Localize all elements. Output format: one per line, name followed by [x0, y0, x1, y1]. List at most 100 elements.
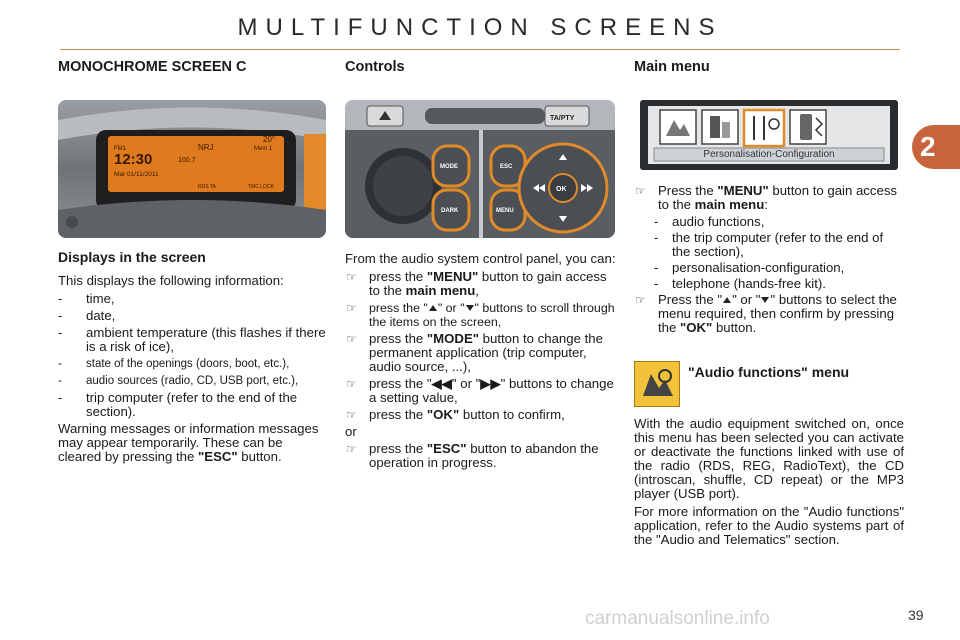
screen-rds: RDS TA: [198, 184, 217, 190]
text: Press the ": [658, 292, 723, 307]
screen-fm: FM1: [114, 146, 127, 152]
pointing-hand-icon: ☞: [346, 270, 357, 284]
list-item: audio functions,: [654, 215, 904, 230]
screen-mem: Mem 1: [254, 146, 273, 152]
text: button to abandon the operation in progr…: [369, 441, 599, 470]
text: " or ": [732, 292, 761, 307]
text: " buttons to select the menu required, t…: [658, 292, 897, 335]
column-monochrome-screen: MONOCHROME SCREEN C FM1 NRJ Mem 1 20° 12…: [58, 60, 328, 464]
menu-label: "MENU": [426, 269, 479, 284]
main-menu-subitems: audio functions, the trip computer (refe…: [634, 215, 904, 292]
main-menu-screen-label: Personalisation-Configuration: [703, 149, 835, 160]
esc-label: "ESC": [426, 441, 467, 456]
heading-controls: Controls: [345, 59, 405, 75]
or-text: or: [345, 424, 357, 439]
text: " buttons to scroll through the items on…: [369, 301, 615, 329]
arrow-down-icon: [465, 305, 474, 311]
dashboard-screen-photo: FM1 NRJ Mem 1 20° 12:30 100.7 Mar 01/11/…: [58, 100, 326, 238]
screen-date: Mar 01/11/2011: [114, 171, 159, 178]
list-item: the trip computer (refer to the end of t…: [654, 231, 904, 259]
warning-paragraph: Warning messages or information messages…: [58, 422, 328, 464]
list-item: trip computer (refer to the end of the s…: [58, 391, 328, 419]
controls-list-2: ☞ press the "ESC" button to abandon the o…: [345, 442, 617, 470]
screen-station: NRJ: [198, 143, 214, 152]
screen-tmc: TMC LOCK: [248, 184, 275, 190]
pointing-hand-icon: ☞: [346, 442, 357, 456]
ok-label: "OK": [426, 407, 460, 422]
main-menu-label: main menu: [405, 283, 476, 298]
main-menu-label: main menu: [694, 197, 765, 212]
main-menu-screen: Personalisation-Configuration: [640, 100, 898, 170]
control-panel-illustration: TA/PTY MODE DARK ESC MENU OK: [345, 100, 615, 238]
list-item: state of the openings (doors, boot, etc.…: [58, 357, 328, 371]
list-item: ☞press the "" or "" buttons to scroll th…: [345, 301, 617, 329]
text: press the: [369, 407, 427, 422]
heading-main-menu: Main menu: [634, 59, 710, 75]
heading-displays-in-screen: Displays in the screen: [58, 249, 206, 265]
text: press the: [369, 331, 427, 346]
displays-intro: This displays the following information:: [58, 273, 284, 288]
list-item: audio sources (radio, CD, USB port, etc.…: [58, 374, 328, 388]
dark-button: DARK: [441, 208, 459, 214]
ok-button: OK: [556, 186, 567, 193]
text: ,: [475, 283, 479, 298]
list-item: ☞ Press the " " or "" buttons to select th…: [634, 293, 904, 335]
text: press the ": [369, 301, 428, 315]
column-controls: Controls TA/PTY MODE DARK ESC MENU OK: [345, 60, 617, 473]
list-item: telephone (hands-free kit).: [654, 277, 904, 292]
text: button to confirm,: [459, 407, 565, 422]
list-item: date,: [58, 309, 328, 324]
audio-paragraph-2: For more information on the "Audio funct…: [634, 504, 904, 547]
list-item: ☞press the "◀◀" or "▶▶" buttons to chang…: [345, 377, 617, 405]
pointing-hand-icon: ☞: [346, 408, 357, 422]
mode-label: "MODE": [426, 331, 479, 346]
list-item: ☞ press the "OK" button to confirm,: [345, 407, 617, 423]
pointing-hand-icon: ☞: [346, 301, 357, 315]
text: press the: [369, 269, 427, 284]
screen-temp: 20°: [263, 135, 275, 144]
heading-monochrome-screen: MONOCHROME SCREEN C: [58, 59, 247, 75]
pointing-hand-icon: ☞: [346, 332, 357, 346]
list-item: personalisation-configuration,: [654, 261, 904, 276]
main-menu-list-2: ☞ Press the " " or "" buttons to select th…: [634, 293, 904, 335]
ta-pty-button: TA/PTY: [550, 115, 575, 122]
list-item: time,: [58, 292, 328, 307]
text: press the: [369, 441, 427, 456]
warning-esc: "ESC": [198, 449, 238, 464]
text: :: [764, 197, 768, 212]
pointing-hand-icon: ☞: [635, 184, 646, 198]
text: button to gain access to the: [369, 269, 607, 298]
pointing-hand-icon: ☞: [635, 293, 646, 307]
list-item: ambient temperature (this flashes if the…: [58, 326, 328, 354]
list-item: ☞ press the "MODE" button to change the p…: [345, 332, 617, 374]
text: " or ": [451, 376, 481, 391]
arrow-up-icon: [428, 305, 437, 311]
column-main-menu: Main menu Personalisation-Configuration …: [634, 60, 904, 547]
audio-paragraph-1: With the audio equipment switched on, on…: [634, 416, 904, 501]
main-menu-list: ☞Press the "MENU" button to gain access …: [634, 184, 904, 212]
dashboard-screen-illustration: FM1 NRJ Mem 1 20° 12:30 100.7 Mar 01/11/…: [58, 100, 326, 238]
screen-clock: 12:30: [114, 151, 152, 168]
heading-audio-functions-menu: "Audio functions" menu: [688, 364, 850, 380]
menu-button: MENU: [496, 208, 514, 214]
main-menu-icons: [648, 106, 890, 164]
warning-end: button.: [237, 449, 282, 464]
arrow-down-icon: [761, 297, 770, 303]
chapter-number: 2: [920, 131, 936, 162]
menu-label: "MENU": [717, 183, 769, 198]
page-title: MULTIFUNCTION SCREENS: [237, 14, 723, 41]
title-rule: [60, 49, 900, 50]
watermark: carmanualsonline.info: [585, 608, 770, 629]
text: button to change the permanent applicati…: [369, 331, 603, 374]
list-item: ☞ press the "ESC" button to abandon the o…: [345, 442, 617, 470]
text: press the ": [369, 376, 432, 391]
page-number: 39: [908, 607, 924, 623]
mode-button: MODE: [440, 164, 458, 170]
warning-text: Warning messages or information messages…: [58, 421, 319, 464]
audio-icon-drawing: [643, 369, 673, 396]
text: " buttons to change a setting value,: [369, 376, 614, 405]
list-item: ☞ press the "MENU" button to gain access …: [345, 270, 617, 298]
controls-intro: From the audio system control panel, you…: [345, 251, 616, 266]
esc-button: ESC: [500, 164, 513, 170]
audio-functions-header: "Audio functions" menu: [634, 361, 904, 409]
